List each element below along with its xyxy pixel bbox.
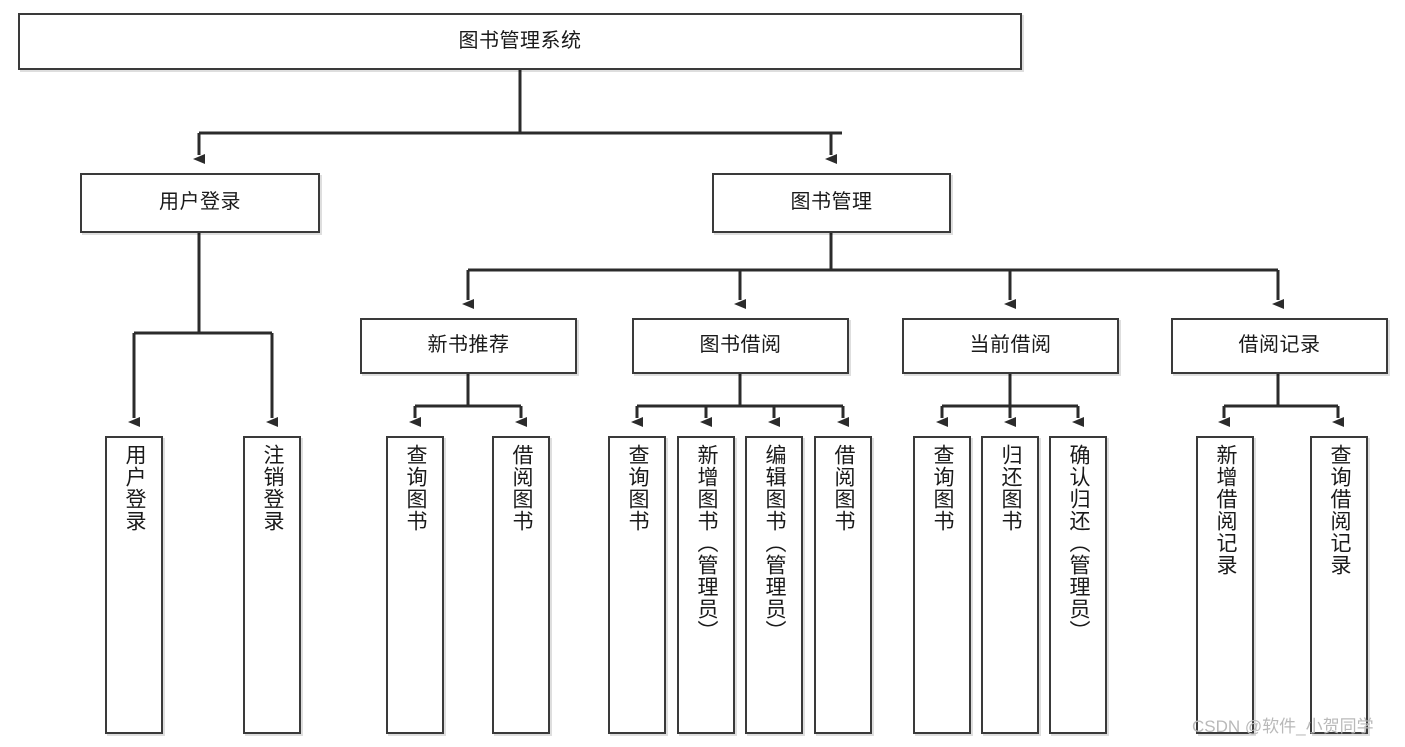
leaf-book-borrow-borrow-label: 借阅图书 [832,444,856,532]
leaf-current-borrow-return[interactable]: 归还图书 [981,436,1039,734]
leaf-user-login-login-label: 用户登录 [123,444,147,532]
leaf-borrow-record-add[interactable]: 新增借阅记录 [1196,436,1254,734]
node-current-borrow-label: 当前借阅 [969,334,1052,357]
node-root[interactable]: 图书管理系统 [18,13,1022,70]
leaf-book-borrow-borrow[interactable]: 借阅图书 [814,436,872,734]
leaf-borrow-record-query-label: 查询借阅记录 [1328,444,1352,576]
node-book-manage-label: 图书管理 [790,191,873,214]
node-borrow-record[interactable]: 借阅记录 [1171,318,1388,374]
node-root-label: 图书管理系统 [458,29,582,52]
leaf-current-borrow-query-label: 查询图书 [931,444,955,532]
leaf-user-login-logout[interactable]: 注销登录 [243,436,301,734]
node-user-login[interactable]: 用户登录 [80,173,320,233]
leaf-borrow-record-query[interactable]: 查询借阅记录 [1310,436,1368,734]
node-new-book-recommend-label: 新书推荐 [427,334,510,357]
node-book-borrow[interactable]: 图书借阅 [632,318,849,374]
leaf-user-login-logout-label: 注销登录 [261,444,285,532]
node-borrow-record-label: 借阅记录 [1238,334,1321,357]
leaf-current-borrow-confirm-label: 确认归还（管理员） [1067,444,1091,642]
node-book-manage[interactable]: 图书管理 [712,173,951,233]
leaf-book-borrow-edit[interactable]: 编辑图书（管理员） [745,436,803,734]
leaf-book-borrow-edit-label: 编辑图书（管理员） [763,444,787,642]
node-new-book-recommend[interactable]: 新书推荐 [360,318,577,374]
csdn-watermark: CSDN @软件_小贺同学 [1192,717,1374,736]
node-current-borrow[interactable]: 当前借阅 [902,318,1119,374]
leaf-book-borrow-add[interactable]: 新增图书（管理员） [677,436,735,734]
leaf-new-book-borrow[interactable]: 借阅图书 [492,436,550,734]
node-user-login-label: 用户登录 [159,191,241,214]
leaf-book-borrow-add-label: 新增图书（管理员） [695,444,719,642]
leaf-new-book-borrow-label: 借阅图书 [510,444,534,532]
leaf-borrow-record-add-label: 新增借阅记录 [1214,444,1238,576]
leaf-new-book-query-label: 查询图书 [404,444,428,532]
leaf-current-borrow-query[interactable]: 查询图书 [913,436,971,734]
leaf-new-book-query[interactable]: 查询图书 [386,436,444,734]
leaf-current-borrow-confirm[interactable]: 确认归还（管理员） [1049,436,1107,734]
leaf-current-borrow-return-label: 归还图书 [999,444,1023,532]
leaf-book-borrow-query[interactable]: 查询图书 [608,436,666,734]
leaf-user-login-login[interactable]: 用户登录 [105,436,163,734]
leaf-book-borrow-query-label: 查询图书 [626,444,650,532]
node-book-borrow-label: 图书借阅 [699,334,782,357]
